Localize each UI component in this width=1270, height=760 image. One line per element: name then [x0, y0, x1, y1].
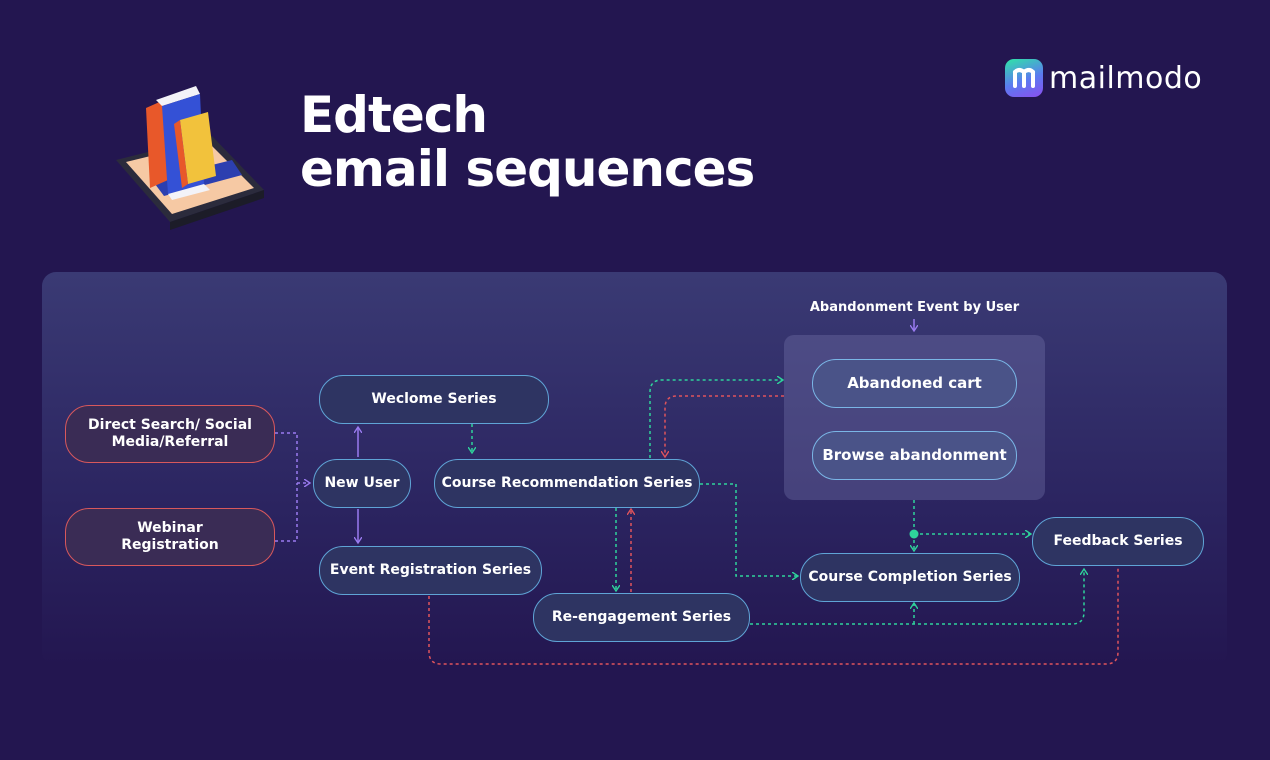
books-on-phone-icon	[112, 80, 272, 234]
node-welcome-series: Weclome Series	[319, 375, 549, 424]
node-course-recommendation-series: Course Recommendation Series	[434, 459, 700, 508]
node-welcome-series-label: Weclome Series	[371, 391, 497, 407]
node-event-registration-series-label: Event Registration Series	[329, 562, 532, 578]
node-direct-search: Direct Search/ Social Media/Referral	[65, 405, 275, 463]
connector-webinar-to-new-user	[275, 483, 298, 542]
node-webinar: Webinar Registration	[65, 508, 275, 566]
connector-course-recommendation-to-course-completion	[700, 483, 797, 576]
brand-logo: mailmodo	[1005, 58, 1202, 98]
node-direct-search-label: Direct Search/ Social Media/Referral	[88, 417, 252, 450]
node-re-engagement-series-label: Re-engagement Series	[551, 609, 732, 625]
node-browse-abandonment: Browse abandonment	[812, 431, 1017, 480]
connector-course-recommendation-to-abandoned-cart	[649, 380, 782, 458]
node-new-user: New User	[313, 459, 411, 508]
node-event-registration-series: Event Registration Series	[319, 546, 542, 595]
page-title: Edtech email sequences	[300, 86, 755, 198]
node-abandoned-cart-label: Abandoned cart	[847, 374, 982, 392]
node-new-user-label: New User	[324, 475, 400, 491]
connector-event-registration-to-feedback	[428, 568, 1119, 665]
title-line-2: email sequences	[300, 140, 755, 198]
connector-abandoned-cart-to-course-recommendation	[665, 395, 784, 456]
node-re-engagement-series: Re-engagement Series	[533, 593, 750, 642]
node-course-completion-series-label: Course Completion Series	[808, 569, 1012, 585]
logo-text: mailmodo	[1049, 60, 1203, 96]
node-browse-abandonment-label: Browse abandonment	[822, 446, 1007, 464]
title-line-1: Edtech	[300, 86, 488, 144]
node-webinar-label: Webinar Registration	[121, 520, 219, 553]
node-abandoned-cart: Abandoned cart	[812, 359, 1017, 408]
connector-re-engagement-to-feedback	[750, 570, 1084, 625]
node-course-completion-series: Course Completion Series	[800, 553, 1020, 602]
abandonment-group-title: Abandonment Event by User	[809, 300, 1020, 315]
connector-direct-search-to-new-user	[275, 432, 309, 483]
node-feedback-series: Feedback Series	[1032, 517, 1204, 566]
node-feedback-series-label: Feedback Series	[1053, 533, 1183, 549]
mailmodo-logo-icon	[1005, 59, 1043, 97]
node-course-recommendation-series-label: Course Recommendation Series	[441, 475, 693, 491]
